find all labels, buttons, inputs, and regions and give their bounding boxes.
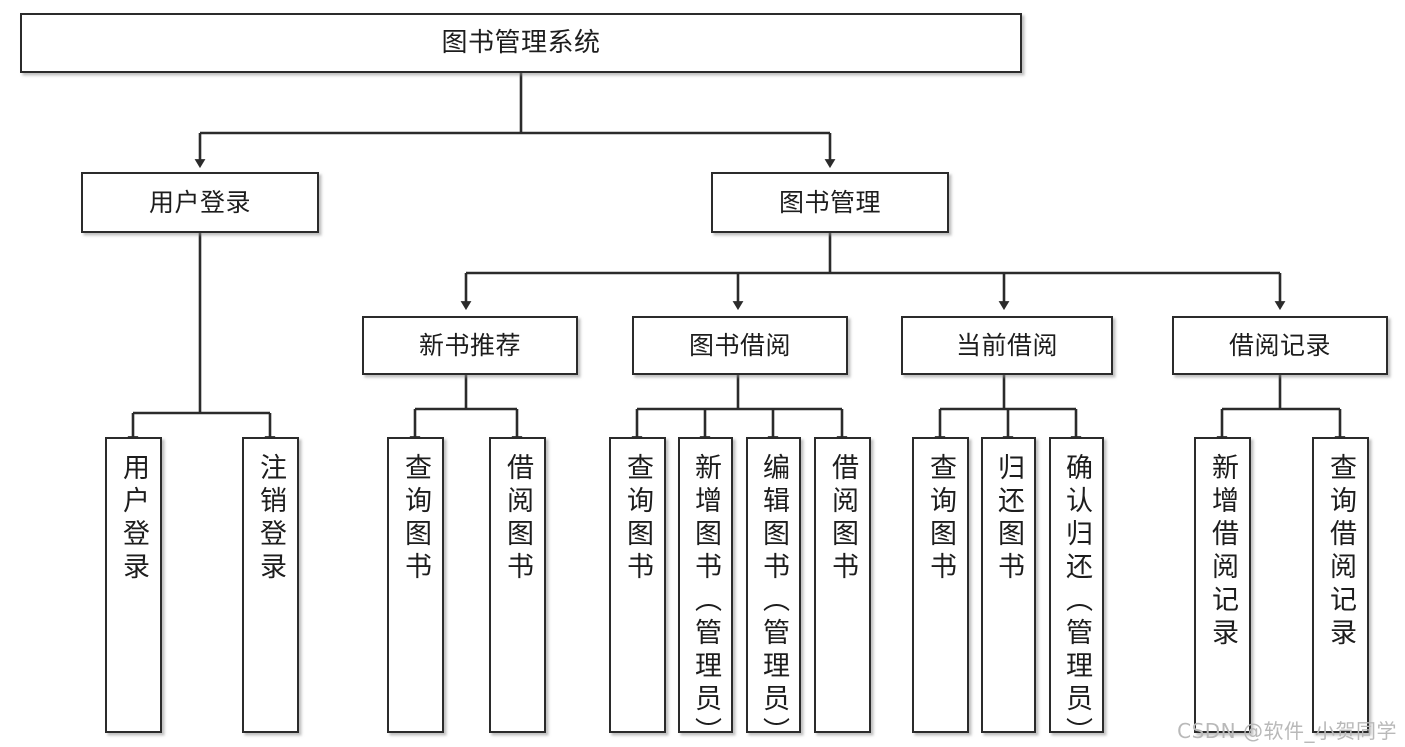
node-label: 图书管理系统 xyxy=(441,27,601,58)
node-label: 借阅图书 xyxy=(502,453,533,585)
node-user-login[interactable]: 用户登录 xyxy=(81,172,319,233)
node-label: 查询借阅记录 xyxy=(1325,453,1356,651)
node-root-library-system[interactable]: 图书管理系统 xyxy=(20,13,1022,73)
watermark-text: CSDN @软件_小贺同学 xyxy=(1177,719,1397,743)
node-borrow-record[interactable]: 借阅记录 xyxy=(1172,316,1388,375)
node-label: 图书管理 xyxy=(778,187,881,217)
leaf-query-borrow-record[interactable]: 查询借阅记录 xyxy=(1312,437,1369,733)
node-label: 借阅记录 xyxy=(1228,330,1331,360)
leaf-query-book-current[interactable]: 查询图书 xyxy=(912,437,969,733)
leaf-logout-login[interactable]: 注销登录 xyxy=(242,437,299,733)
node-label: 新增借阅记录 xyxy=(1207,453,1238,651)
node-book-management[interactable]: 图书管理 xyxy=(711,172,949,233)
leaf-return-book[interactable]: 归还图书 xyxy=(981,437,1036,733)
node-label: 当前借阅 xyxy=(955,330,1058,360)
node-label: 归还图书 xyxy=(993,453,1024,585)
leaf-edit-book-admin[interactable]: 编辑图书（管理员） xyxy=(746,437,801,747)
leaf-query-book-newbook[interactable]: 查询图书 xyxy=(387,437,444,733)
node-label: 查询图书 xyxy=(400,453,431,585)
leaf-query-book-borrow[interactable]: 查询图书 xyxy=(609,437,666,733)
node-label: 新书推荐 xyxy=(418,330,521,360)
node-label: 查询图书 xyxy=(925,453,956,585)
node-new-book-recommend[interactable]: 新书推荐 xyxy=(362,316,578,375)
leaf-borrow-book[interactable]: 借阅图书 xyxy=(814,437,871,733)
leaf-confirm-return-admin[interactable]: 确认归还（管理员） xyxy=(1049,437,1104,747)
node-label: 查询图书 xyxy=(622,453,653,585)
leaf-user-login[interactable]: 用户登录 xyxy=(105,437,162,733)
node-label: 新增图书（管理员） xyxy=(690,453,721,747)
node-label: 注销登录 xyxy=(255,453,286,585)
node-label: 图书借阅 xyxy=(688,330,791,360)
node-book-borrow[interactable]: 图书借阅 xyxy=(632,316,848,375)
node-current-borrow[interactable]: 当前借阅 xyxy=(901,316,1113,375)
node-label: 编辑图书（管理员） xyxy=(758,453,789,747)
leaf-add-borrow-record[interactable]: 新增借阅记录 xyxy=(1194,437,1251,733)
node-label: 用户登录 xyxy=(148,187,251,217)
node-label: 确认归还（管理员） xyxy=(1061,453,1092,747)
node-label: 借阅图书 xyxy=(827,453,858,585)
node-label: 用户登录 xyxy=(118,453,149,585)
leaf-borrow-book-newbook[interactable]: 借阅图书 xyxy=(489,437,546,733)
leaf-add-book-admin[interactable]: 新增图书（管理员） xyxy=(678,437,733,747)
